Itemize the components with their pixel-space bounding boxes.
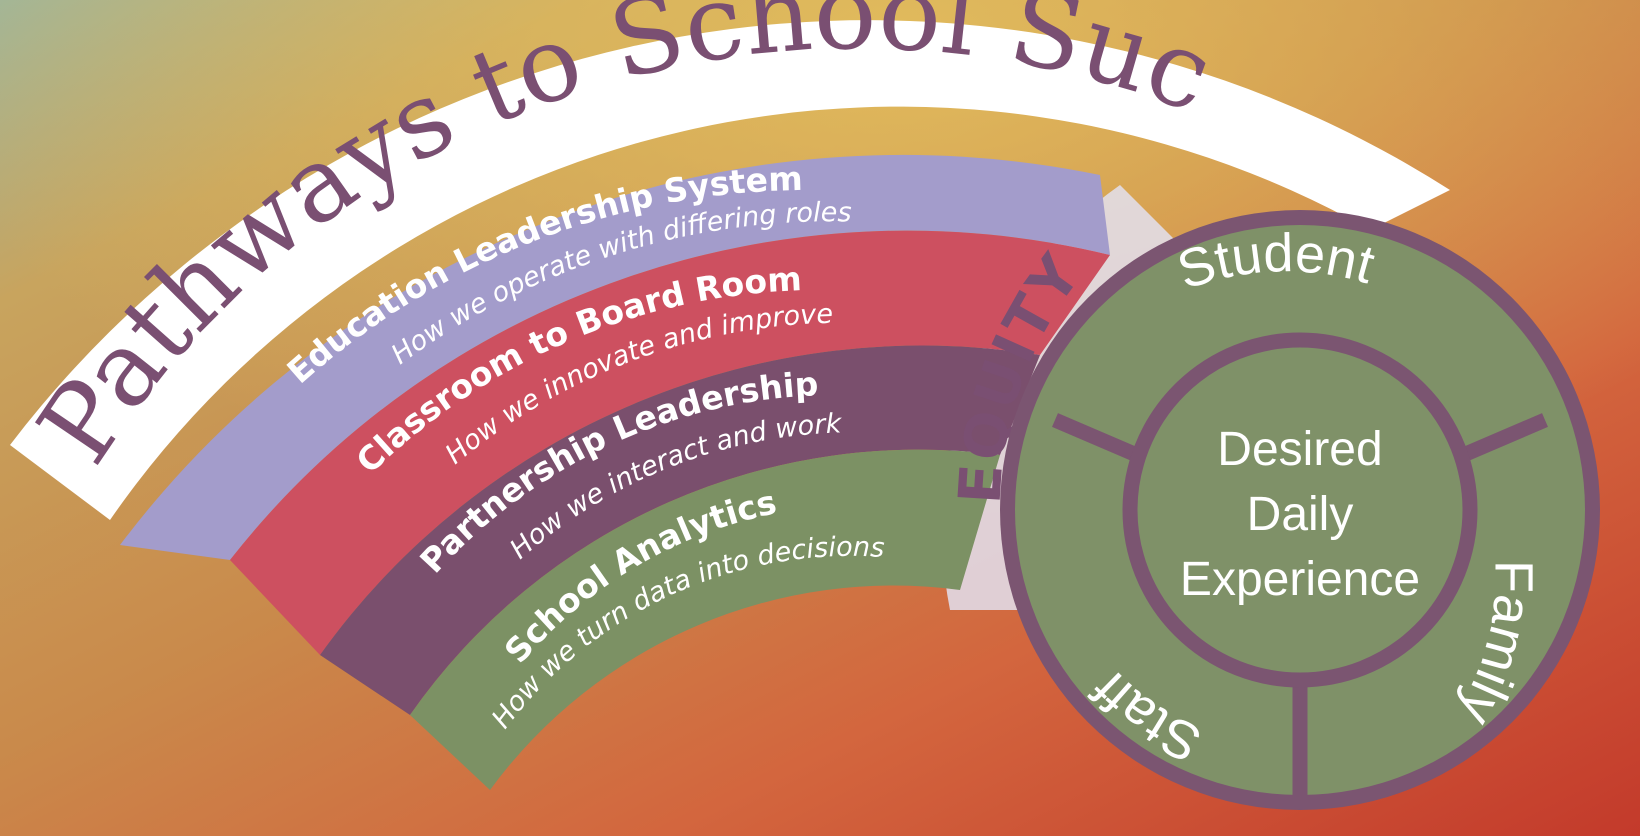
band-school-analytics	[410, 449, 1000, 790]
center-line-3: Experience	[1180, 553, 1420, 606]
band-classroom-board-room	[230, 230, 1110, 655]
experience-wheel: Student Family Staff Desired Daily Exper…	[1000, 210, 1600, 810]
band-education-leadership	[120, 154, 1110, 561]
band-partnership-leadership	[320, 345, 1040, 715]
center-line-1: Desired	[1217, 423, 1382, 476]
wheel-center	[1122, 332, 1478, 688]
title-band	[10, 20, 1450, 521]
center-line-2: Daily	[1247, 488, 1354, 541]
